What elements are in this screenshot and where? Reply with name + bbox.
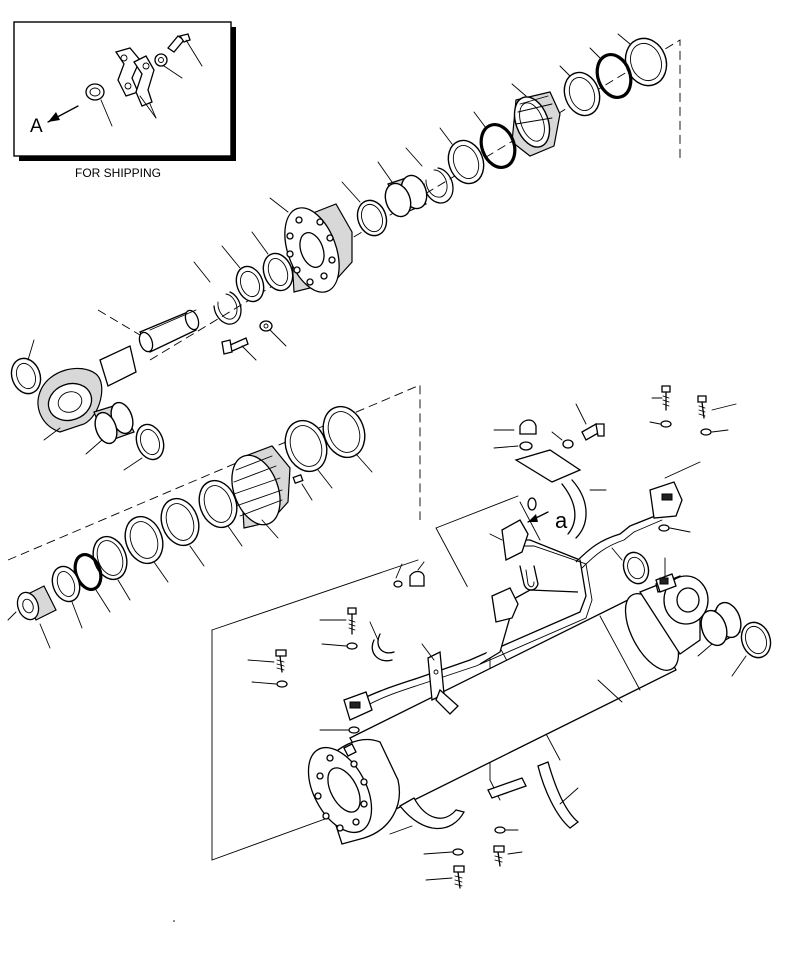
ring-gland-small bbox=[341, 181, 388, 237]
set-bolt-washer bbox=[259, 320, 287, 347]
shipping-washer bbox=[154, 53, 183, 79]
cylinder-head-end bbox=[307, 738, 400, 845]
strap-bracket-upper bbox=[514, 449, 607, 539]
piston-pin bbox=[292, 473, 313, 501]
bottom-bushing bbox=[697, 601, 742, 657]
bottom-bushing-ring bbox=[731, 621, 772, 677]
rod-eye bbox=[37, 345, 137, 441]
washer-right-mid bbox=[658, 524, 691, 533]
rod-bushing bbox=[85, 401, 135, 455]
rod-bushing-ring bbox=[123, 423, 165, 471]
shipping-bolt bbox=[167, 33, 203, 67]
pipe-clamp-block-upper bbox=[649, 481, 683, 519]
shipping-inset: A bbox=[13, 21, 236, 161]
set-bolt bbox=[221, 337, 257, 361]
hydraulic-piping bbox=[359, 513, 663, 707]
washer-lower-center bbox=[319, 726, 360, 734]
bolt-left-2 bbox=[247, 649, 287, 673]
snap-ring-gland bbox=[405, 147, 454, 204]
washer-bottom-left bbox=[423, 848, 464, 856]
seal-flange-2 bbox=[221, 245, 265, 303]
washer-bottom-center bbox=[494, 826, 519, 834]
o-ring-gland bbox=[473, 111, 517, 169]
u-bolt-clamp bbox=[369, 621, 395, 662]
washer-left-1 bbox=[321, 642, 358, 650]
pipe-bracket-plate bbox=[421, 643, 459, 715]
piston-ring-2 bbox=[160, 497, 205, 567]
piston-ring-3 bbox=[124, 515, 169, 583]
nut-left bbox=[409, 561, 425, 587]
washer-upper-right-2 bbox=[700, 428, 729, 436]
piston bbox=[231, 445, 291, 539]
bolt-bottom-center bbox=[493, 845, 523, 867]
view-arrowhead bbox=[48, 112, 60, 122]
snap-ring-flange bbox=[193, 261, 242, 325]
piston-wear-ring-1 bbox=[322, 405, 373, 473]
explode-guide-lines bbox=[7, 39, 681, 561]
piston-wear-ring-2 bbox=[284, 419, 333, 489]
strap-bracket-lower-left bbox=[389, 797, 465, 835]
strap-bracket-lower-right bbox=[487, 761, 580, 829]
stray-dot bbox=[173, 920, 175, 922]
piston-ring-1 bbox=[198, 479, 243, 547]
piston-nut bbox=[7, 585, 57, 649]
hose-fitting-middle bbox=[491, 587, 519, 623]
bushing-gland bbox=[377, 161, 428, 218]
inset-caption: FOR SHIPPING bbox=[75, 166, 161, 180]
small-plug bbox=[527, 497, 537, 511]
svg-text:a: a bbox=[555, 508, 568, 533]
shipping-ring bbox=[85, 83, 113, 127]
backup-ring-gland bbox=[439, 127, 485, 185]
bolt-upper-right-1 bbox=[651, 385, 671, 411]
washer-left-small bbox=[393, 563, 403, 588]
ring-top-right-2 bbox=[559, 65, 601, 117]
detail-marker-a: a bbox=[527, 508, 568, 533]
u-clamp-middle bbox=[519, 565, 539, 591]
bolt-bottom-left bbox=[425, 865, 465, 889]
rod-pin bbox=[138, 309, 200, 353]
pipe-clamp-block-lower bbox=[343, 691, 373, 721]
view-marker-a: A bbox=[30, 116, 43, 137]
hose-fitting-upper bbox=[489, 519, 529, 561]
seal-flange-1 bbox=[251, 231, 294, 292]
pipe-clamp-block-right bbox=[655, 573, 677, 593]
washer-top-center-2 bbox=[493, 441, 533, 451]
rod-eye-ring bbox=[10, 339, 42, 395]
bolt-upper-right-2 bbox=[697, 395, 737, 419]
washer-top-center bbox=[551, 431, 574, 449]
tube-ring bbox=[611, 547, 650, 585]
bolt-top-center bbox=[575, 403, 605, 441]
nut-top-center bbox=[493, 419, 537, 435]
washer-left-2 bbox=[251, 680, 288, 688]
washer-upper-right-1 bbox=[649, 420, 672, 428]
cylinder-head-flange bbox=[269, 197, 353, 293]
bolt-left-1 bbox=[319, 607, 357, 635]
cylinder-head-gland bbox=[511, 83, 561, 157]
o-ring-top-right bbox=[589, 47, 633, 99]
piston-backup-ring bbox=[51, 565, 83, 629]
shipping-bracket bbox=[114, 47, 157, 119]
piston-ring-4 bbox=[92, 535, 131, 601]
